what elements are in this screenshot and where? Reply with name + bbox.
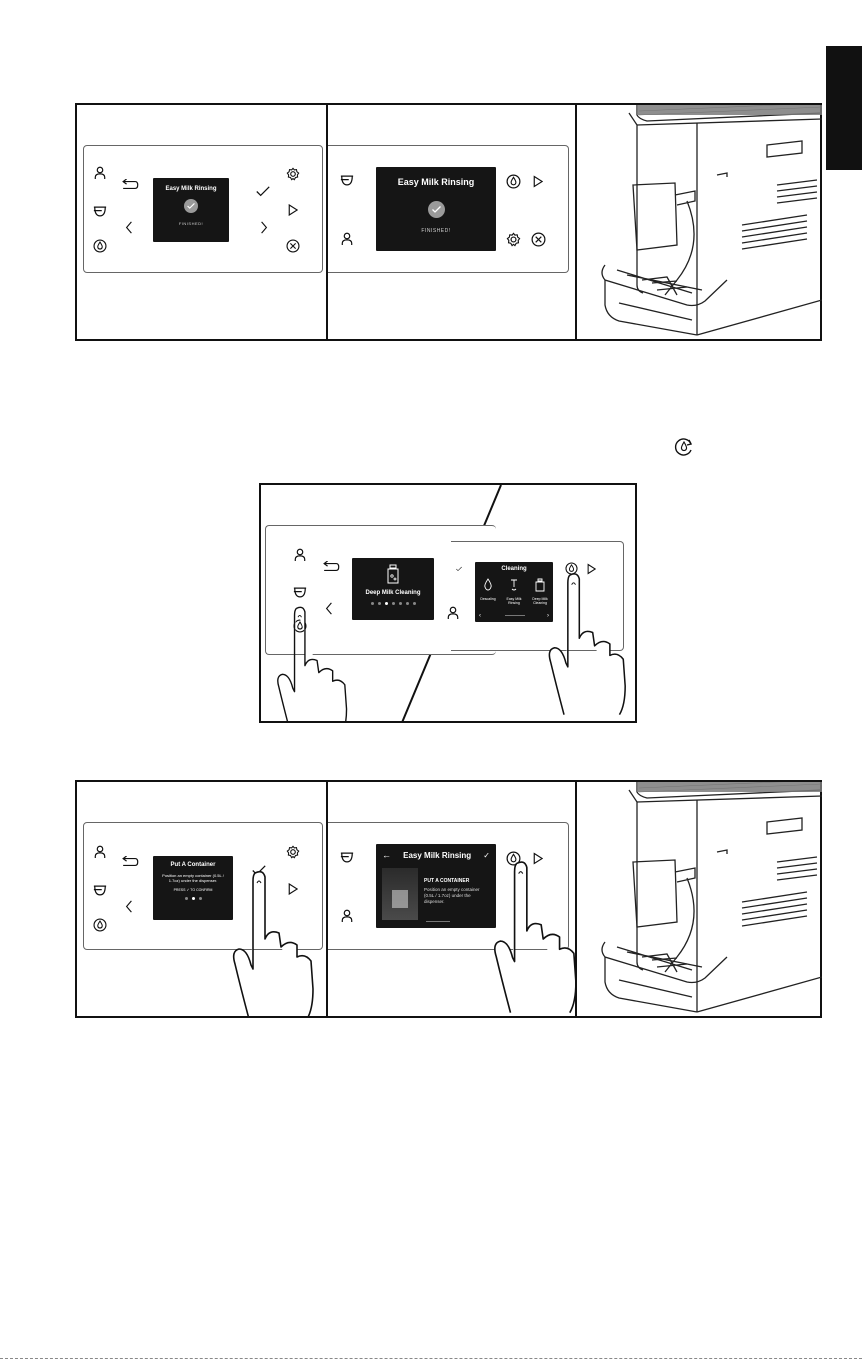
back-arrow-icon — [120, 856, 140, 868]
option-label: Deep Milk Cleaning — [532, 597, 548, 605]
display-screen: Easy Milk Rinsing FINISHED! — [153, 178, 229, 242]
play-icon — [533, 175, 543, 188]
control-panel-zoomed: ← Easy Milk Rinsing ✓ PUT A CONTAINER Po… — [328, 822, 569, 950]
user-icon — [94, 845, 106, 859]
cup-icon — [93, 205, 107, 218]
screen-header: ← Easy Milk Rinsing ✓ — [376, 844, 496, 860]
display-screen: ← Easy Milk Rinsing ✓ PUT A CONTAINER Po… — [376, 844, 496, 928]
user-icon — [447, 606, 459, 620]
screen-title: Put A Container — [170, 862, 216, 868]
cup-icon — [340, 851, 354, 864]
display-screen: Cleaning Descaling Easy Milk Rinsing Dee… — [475, 562, 553, 622]
option-easy-milk-rinsing[interactable]: Easy Milk Rinsing — [502, 578, 526, 605]
step-panel-6 — [575, 782, 822, 1016]
screen-body: Position an empty container (0.5L / 1.7o… — [162, 873, 224, 884]
step-panel-5: ← Easy Milk Rinsing ✓ PUT A CONTAINER Po… — [326, 782, 577, 1016]
milk-jug-icon — [535, 578, 545, 592]
chevron-left-icon — [125, 221, 133, 234]
screen-body: Position an empty container (0.5L / 1.7o… — [424, 887, 480, 904]
chevron-right-icon — [260, 221, 268, 234]
cancel-icon — [531, 232, 546, 247]
center-figure: Deep Milk Cleaning Cleaning Descaling Ea… — [259, 483, 637, 723]
step-row-top: Easy Milk Rinsing FINISHED! Easy Milk Ri… — [75, 103, 822, 341]
cup-icon — [93, 884, 107, 897]
press-to-confirm: PRESS ✓ TO CONFIRM — [173, 888, 213, 893]
display-screen: Easy Milk Rinsing FINISHED! — [376, 167, 496, 251]
coffee-machine-illustration — [577, 105, 822, 339]
back-arrow-icon — [120, 179, 140, 191]
milk-jug-icon — [387, 564, 399, 584]
page-dots — [153, 897, 233, 901]
user-icon — [294, 548, 306, 562]
water-drop-icon — [93, 239, 107, 253]
cleaning-options: Descaling Easy Milk Rinsing Deep Milk Cl… — [475, 578, 553, 605]
option-label: Easy Milk Rinsing — [506, 597, 522, 605]
control-panel-zoomed: Easy Milk Rinsing FINISHED! — [328, 145, 569, 273]
hand-pointer-icon — [543, 563, 629, 723]
check-circle-icon — [427, 201, 445, 218]
page-bottom-rule — [0, 1358, 862, 1359]
option-descaling[interactable]: Descaling — [476, 578, 500, 605]
press-label: PRESS — [173, 888, 186, 893]
hand-pointer-icon — [227, 868, 317, 1016]
check-circle-icon — [184, 199, 198, 213]
rinsing-icon — [511, 579, 517, 591]
check-icon — [256, 186, 270, 197]
chevron-right-icon: › — [547, 613, 549, 619]
cancel-icon — [286, 239, 300, 253]
control-panel: Easy Milk Rinsing FINISHED! — [83, 145, 323, 273]
control-panel-left: Deep Milk Cleaning — [265, 525, 496, 655]
user-icon — [341, 232, 353, 246]
back-arrow-icon — [321, 561, 341, 573]
scroll-indicator — [426, 921, 450, 922]
user-icon — [94, 166, 106, 180]
option-label: Descaling — [480, 597, 496, 601]
screen-title: Easy Milk Rinsing — [403, 850, 472, 860]
water-drop-icon — [506, 174, 521, 189]
section-tab-marker — [826, 46, 862, 170]
scroll-indicator — [505, 615, 525, 616]
water-drop-icon — [93, 918, 107, 932]
descaling-icon — [484, 578, 492, 591]
hand-pointer-icon — [488, 852, 577, 1016]
coffee-machine-illustration — [577, 782, 822, 1016]
display-screen: Deep Milk Cleaning — [352, 558, 434, 620]
cup-icon — [340, 174, 354, 187]
play-icon — [288, 204, 298, 216]
hand-pointer-icon — [271, 605, 351, 723]
cleaning-cycle-icon — [674, 438, 693, 456]
machine-thumbnail — [382, 868, 418, 920]
page-dots — [352, 602, 434, 605]
screen-title: Easy Milk Rinsing — [397, 177, 475, 187]
step-panel-1: Easy Milk Rinsing FINISHED! — [77, 105, 326, 339]
control-panel: Put A Container Position an empty contai… — [83, 822, 323, 950]
step-panel-2: Easy Milk Rinsing FINISHED! — [326, 105, 577, 339]
container-shape — [392, 890, 408, 908]
gear-icon — [286, 845, 300, 859]
screen-title: Cleaning — [501, 566, 527, 572]
cup-icon — [293, 586, 307, 599]
display-screen: Put A Container Position an empty contai… — [153, 856, 233, 920]
user-icon — [341, 909, 353, 923]
chevron-left-icon: ‹ — [479, 613, 481, 619]
screen-heading: PUT A CONTAINER — [424, 878, 470, 884]
screen-title: Deep Milk Cleaning — [365, 590, 421, 596]
check-icon[interactable]: ✓ — [483, 850, 490, 860]
screen-status: FINISHED! — [178, 221, 204, 226]
screen-content: PUT A CONTAINER Position an empty contai… — [424, 878, 490, 905]
gear-icon — [506, 232, 521, 247]
chevron-left-icon — [125, 900, 133, 913]
back-arrow-icon[interactable]: ← — [382, 850, 391, 860]
confirm-label: TO CONFIRM — [190, 888, 213, 893]
control-panel-right: Cleaning Descaling Easy Milk Rinsing Dee… — [451, 541, 624, 651]
step-panel-3 — [575, 105, 822, 339]
screen-title: Easy Milk Rinsing — [165, 186, 217, 192]
step-panel-4: Put A Container Position an empty contai… — [77, 782, 326, 1016]
screen-status: FINISHED! — [421, 228, 451, 234]
step-row-bottom: Put A Container Position an empty contai… — [75, 780, 822, 1018]
gear-icon — [286, 167, 300, 181]
option-deep-milk-cleaning[interactable]: Deep Milk Cleaning — [528, 578, 552, 605]
